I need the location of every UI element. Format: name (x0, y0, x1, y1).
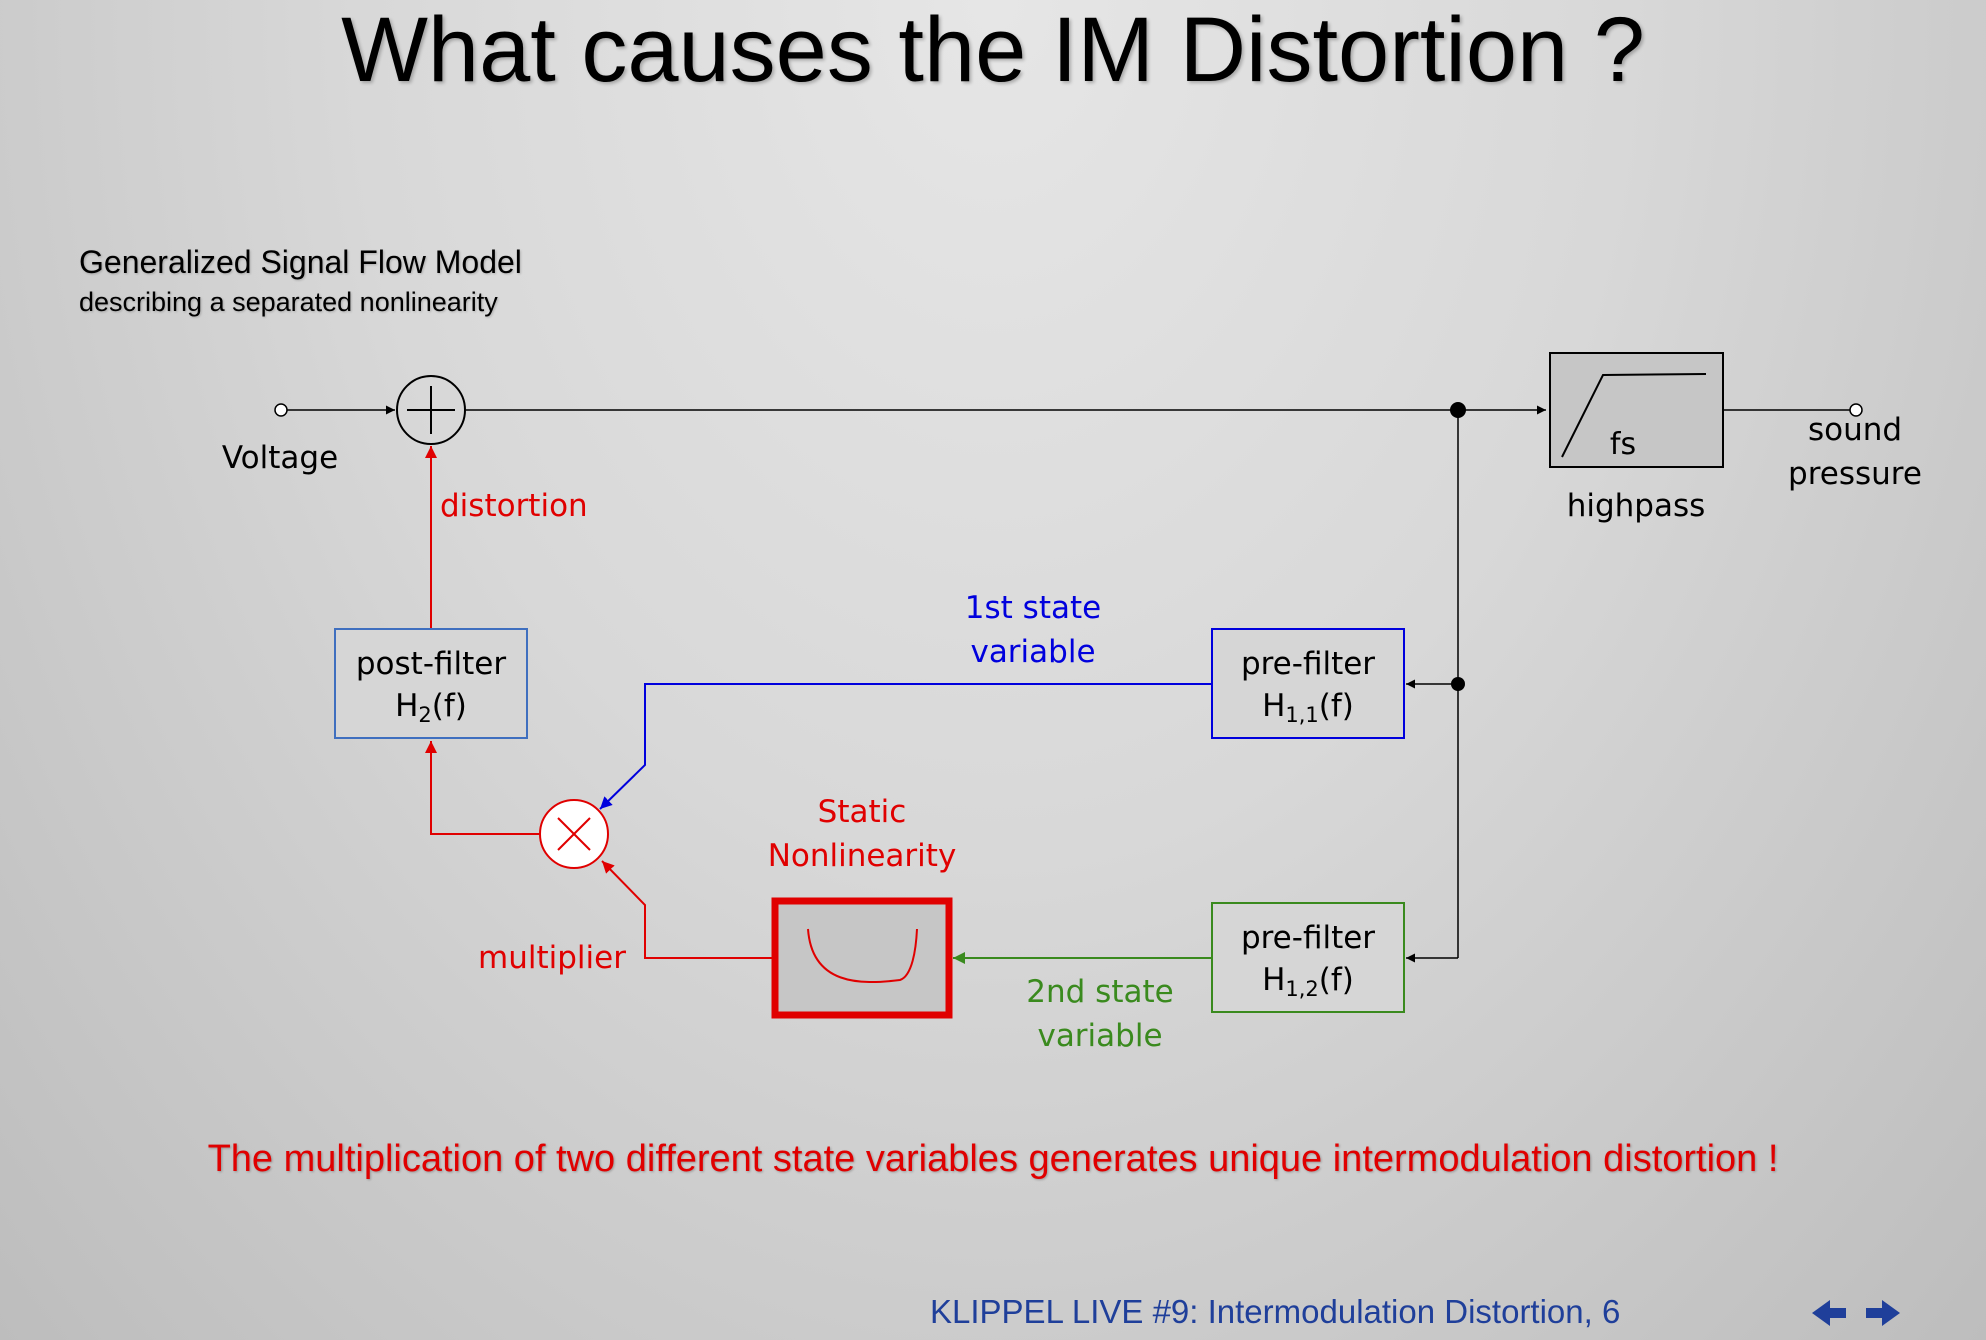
sound-label: sound (1808, 412, 1902, 448)
pressure-label: pressure (1788, 456, 1922, 492)
conclusion-text: The multiplication of two different stat… (207, 1138, 1779, 1180)
nonlinearity-output-line (601, 860, 775, 959)
highpass-fs-label: fs (1610, 427, 1636, 462)
highpass-label: highpass (1567, 488, 1706, 524)
page-title: What causes the IM Distortion ? (341, 0, 1645, 101)
arrow-left-icon[interactable] (1812, 1300, 1852, 1326)
highpass-filter-block: fs (1549, 352, 1724, 468)
state1-label-line2: variable (970, 634, 1095, 670)
multiplier-output-line (425, 741, 540, 835)
svg-text:post-filter: post-filter (356, 646, 507, 682)
multiplier-icon (539, 799, 609, 869)
svg-text:H1,2(f): H1,2(f) (1262, 962, 1354, 1001)
state1-label-line1: 1st state (965, 590, 1101, 626)
voltage-terminal (274, 403, 288, 417)
svg-text:pre-filter: pre-filter (1241, 920, 1375, 956)
state1-line (599, 683, 1212, 810)
multiplier-label: multiplier (478, 940, 626, 976)
arrow-right-icon[interactable] (1866, 1300, 1906, 1326)
pre-filter-2-block: pre-filter H1,2(f) (1211, 902, 1405, 1013)
sound-pressure-terminal (1849, 403, 1863, 417)
nonlinearity-label: Nonlinearity (768, 838, 957, 874)
svg-text:pre-filter: pre-filter (1241, 646, 1375, 682)
svg-text:H2(f): H2(f) (395, 688, 467, 727)
static-label: Static (818, 794, 907, 830)
svg-text:H1,1(f): H1,1(f) (1262, 688, 1354, 727)
pre-filter-1-block: pre-filter H1,1(f) (1211, 628, 1405, 739)
footer-text: KLIPPEL LIVE #9: Intermodulation Distort… (930, 1293, 1621, 1330)
model-subtitle: describing a separated nonlinearity (79, 287, 498, 317)
state2-label-line2: variable (1037, 1018, 1162, 1054)
model-title: Generalized Signal Flow Model (79, 244, 522, 280)
summing-junction-icon (396, 375, 466, 445)
distortion-label: distortion (440, 488, 588, 524)
voltage-label: Voltage (222, 440, 338, 476)
state2-label-line1: 2nd state (1026, 974, 1173, 1010)
static-nonlinearity-block (771, 897, 953, 1019)
post-filter-block: post-filter H2(f) (334, 628, 528, 739)
